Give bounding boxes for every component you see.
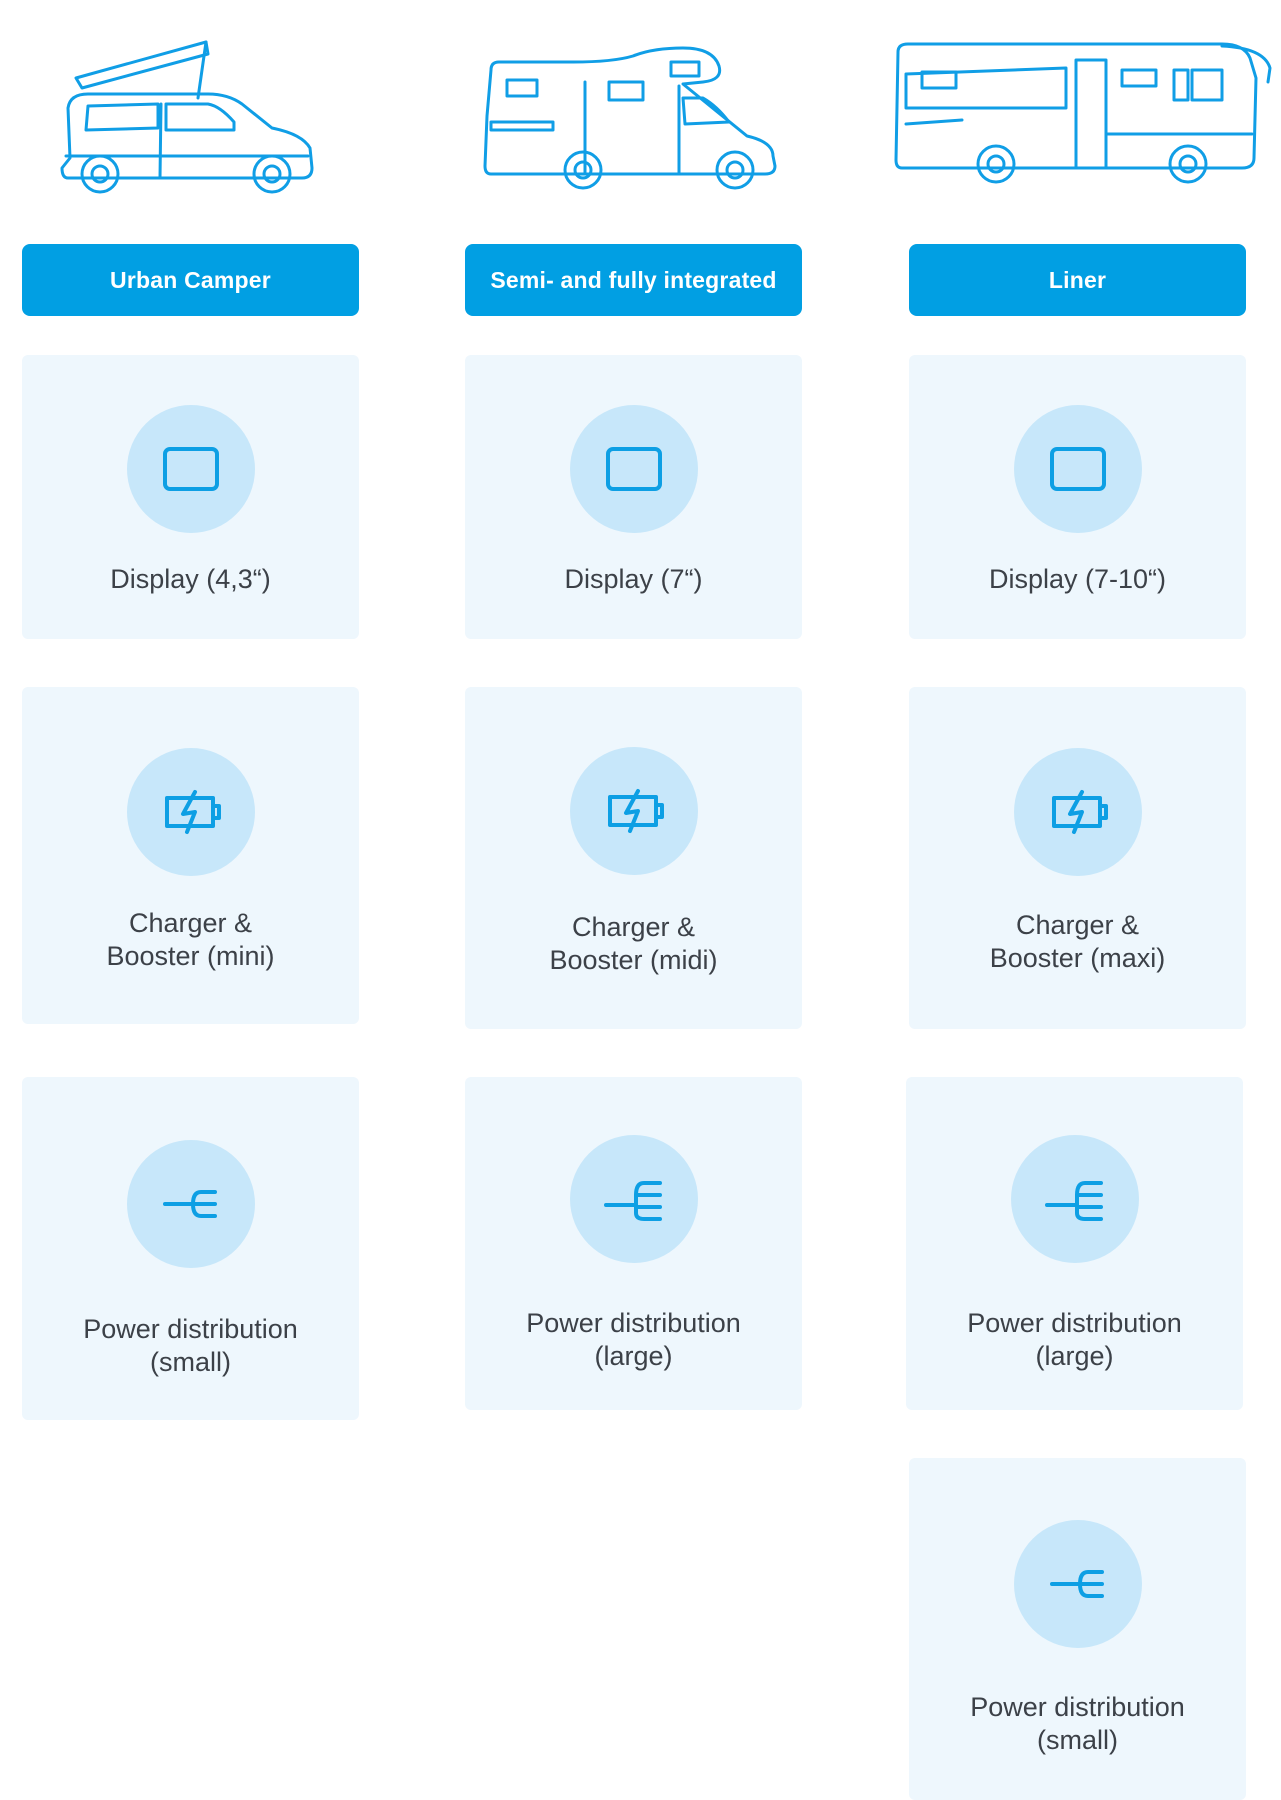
display-icon bbox=[126, 405, 255, 533]
card-power-distribution: Power distribution (large) bbox=[906, 1077, 1243, 1410]
power-distribution-large-icon bbox=[569, 1135, 698, 1263]
card-power-distribution: Power distribution (small) bbox=[22, 1077, 359, 1420]
battery-charging-icon bbox=[1013, 748, 1142, 876]
card-display: Display (4,3“) bbox=[22, 355, 359, 639]
header-semi-fully-integrated[interactable]: Semi- and fully integrated bbox=[465, 244, 802, 316]
card-charger-booster: Charger & Booster (mini) bbox=[22, 687, 359, 1024]
battery-charging-icon bbox=[126, 748, 255, 876]
card-display: Display (7-10“) bbox=[909, 355, 1246, 639]
card-label: Display (7“) bbox=[564, 564, 703, 594]
card-power-distribution: Power distribution (small) bbox=[909, 1458, 1246, 1800]
liner-bus-icon bbox=[892, 38, 1274, 196]
card-display: Display (7“) bbox=[465, 355, 802, 639]
card-label: Charger & Booster (maxi) bbox=[989, 910, 1166, 973]
card-label: Charger & Booster (midi) bbox=[549, 912, 718, 975]
card-label: Power distribution (small) bbox=[970, 1692, 1185, 1755]
card-label: Charger & Booster (mini) bbox=[106, 908, 275, 971]
card-charger-booster: Charger & Booster (midi) bbox=[465, 687, 802, 1029]
display-icon bbox=[569, 405, 698, 533]
card-label: Power distribution (small) bbox=[83, 1314, 298, 1377]
card-label: Power distribution (large) bbox=[526, 1308, 741, 1371]
card-label: Display (4,3“) bbox=[110, 564, 271, 594]
battery-charging-icon bbox=[569, 747, 698, 875]
power-distribution-large-icon bbox=[1010, 1135, 1139, 1263]
card-label: Power distribution (large) bbox=[967, 1308, 1182, 1371]
power-distribution-small-icon bbox=[1013, 1520, 1142, 1648]
display-icon bbox=[1013, 405, 1142, 533]
header-liner[interactable]: Liner bbox=[909, 244, 1246, 316]
card-label: Display (7-10“) bbox=[988, 564, 1167, 594]
camper-van-icon bbox=[58, 38, 314, 198]
power-distribution-small-icon bbox=[126, 1140, 255, 1268]
card-charger-booster: Charger & Booster (maxi) bbox=[909, 687, 1246, 1029]
motorhome-icon bbox=[483, 46, 783, 196]
header-urban-camper[interactable]: Urban Camper bbox=[22, 244, 359, 316]
card-power-distribution: Power distribution (large) bbox=[465, 1077, 802, 1410]
